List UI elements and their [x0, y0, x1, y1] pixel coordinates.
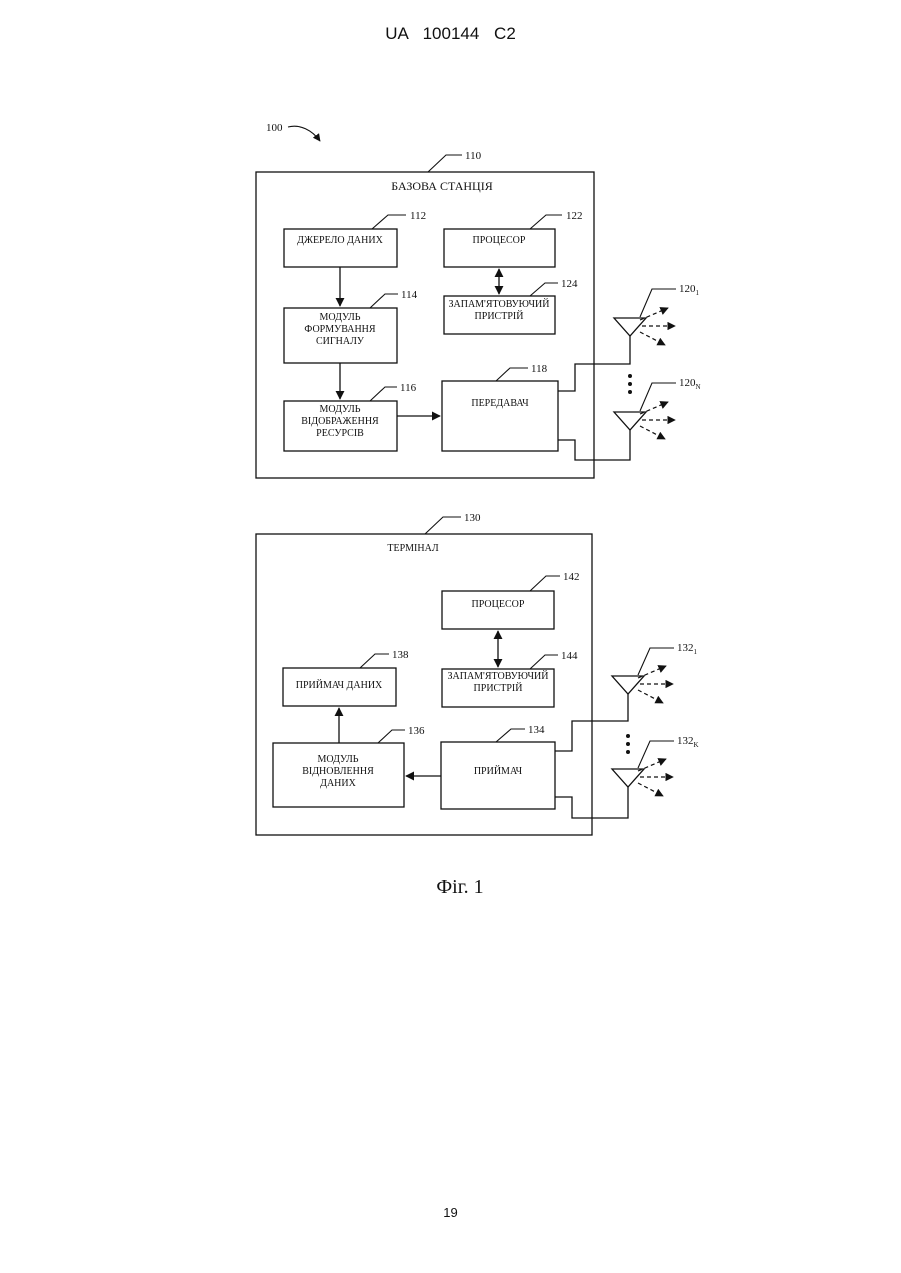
- terminal-title: ТЕРМІНАЛ: [387, 543, 438, 554]
- antenna-120-1-icon: [614, 289, 676, 345]
- page-number: 19: [0, 1205, 901, 1220]
- data-recovery-line-3: ДАНИХ: [320, 778, 356, 789]
- antenna-132-1-label: 1321: [677, 642, 698, 656]
- base-station-ref-leader: [428, 155, 462, 172]
- data-recovery-line-1: МОДУЛЬ: [317, 754, 358, 765]
- antenna-132-k-label: 132K: [677, 735, 699, 749]
- antenna-120-1-label: 1201: [679, 283, 700, 297]
- resource-mapping-module-block: МОДУЛЬ ВІДОБРАЖЕННЯ РЕСУРСІВ 116: [284, 382, 417, 451]
- resource-mapping-ref: 116: [400, 382, 417, 394]
- data-source-block: ДЖЕРЕЛО ДАНИХ 112: [284, 210, 426, 267]
- data-receiver-label: ПРИЙМАЧ ДАНИХ: [296, 679, 383, 691]
- data-receiver-block: ПРИЙМАЧ ДАНИХ 138: [283, 649, 409, 706]
- data-receiver-ref: 138: [392, 649, 409, 661]
- antenna-132-1-icon: [612, 648, 674, 703]
- receiver-label: ПРИЙМАЧ: [474, 765, 523, 777]
- terminal-processor-label: ПРОЦЕСОР: [472, 599, 525, 610]
- data-source-ref: 112: [410, 210, 426, 222]
- antenna-132-k-icon: [612, 741, 674, 796]
- terminal-ref-leader: [425, 517, 461, 534]
- bs-processor-ref: 122: [566, 210, 583, 222]
- receiver-ref: 134: [528, 724, 545, 736]
- bs-memory-ref: 124: [561, 278, 578, 290]
- antenna-120-n-icon: [614, 383, 676, 439]
- transmitter-ref: 118: [531, 363, 548, 375]
- terminal-memory-ref: 144: [561, 650, 578, 662]
- terminal-memory-line-2: ПРИСТРІЙ: [474, 682, 523, 694]
- bs-memory-line-2: ПРИСТРІЙ: [475, 310, 524, 322]
- terminal-memory-line-1: ЗАПАМ'ЯТОВУЮЧИЙ: [447, 670, 548, 682]
- base-station-title: БАЗОВА СТАНЦІЯ: [391, 179, 492, 193]
- data-recovery-module-block: МОДУЛЬ ВІДНОВЛЕННЯ ДАНИХ 136: [273, 725, 425, 807]
- antenna-120-n-label: 120N: [679, 377, 701, 391]
- bs-processor-block: ПРОЦЕСОР 122: [444, 210, 583, 267]
- signal-forming-line-3: СИГНАЛУ: [316, 336, 365, 347]
- terminal-processor-block: ПРОЦЕСОР 142: [442, 571, 580, 629]
- data-recovery-ref: 136: [408, 725, 425, 737]
- figure-caption: Фіг. 1: [436, 876, 483, 898]
- resource-mapping-line-3: РЕСУРСІВ: [316, 428, 364, 439]
- terminal-ellipsis-dots-icon: [626, 734, 630, 754]
- transmitter-label: ПЕРЕДАВАЧ: [471, 398, 529, 409]
- terminal-processor-ref: 142: [563, 571, 580, 583]
- signal-forming-module-block: МОДУЛЬ ФОРМУВАННЯ СИГНАЛУ 114: [284, 289, 418, 363]
- system-ref-arrow: [288, 126, 320, 141]
- data-source-label: ДЖЕРЕЛО ДАНИХ: [297, 235, 383, 246]
- data-recovery-line-2: ВІДНОВЛЕННЯ: [302, 766, 374, 777]
- signal-forming-ref: 114: [401, 289, 418, 301]
- terminal-ref: 130: [464, 512, 481, 524]
- system-ref-label: 100: [266, 122, 283, 134]
- base-station-ref: 110: [465, 150, 482, 162]
- ellipsis-dots-icon: [628, 374, 632, 394]
- receiver-block: ПРИЙМАЧ 134: [441, 724, 555, 809]
- resource-mapping-line-1: МОДУЛЬ: [319, 404, 360, 415]
- signal-forming-line-1: МОДУЛЬ: [319, 312, 360, 323]
- bs-memory-block: ЗАПАМ'ЯТОВУЮЧИЙ ПРИСТРІЙ 124: [444, 278, 578, 334]
- transmitter-block: ПЕРЕДАВАЧ 118: [442, 363, 558, 451]
- signal-forming-line-2: ФОРМУВАННЯ: [304, 324, 375, 335]
- resource-mapping-line-2: ВІДОБРАЖЕННЯ: [301, 416, 379, 427]
- terminal-memory-block: ЗАПАМ'ЯТОВУЮЧИЙ ПРИСТРІЙ 144: [442, 650, 578, 707]
- bs-processor-label: ПРОЦЕСОР: [473, 235, 526, 246]
- bs-memory-line-1: ЗАПАМ'ЯТОВУЮЧИЙ: [448, 298, 549, 310]
